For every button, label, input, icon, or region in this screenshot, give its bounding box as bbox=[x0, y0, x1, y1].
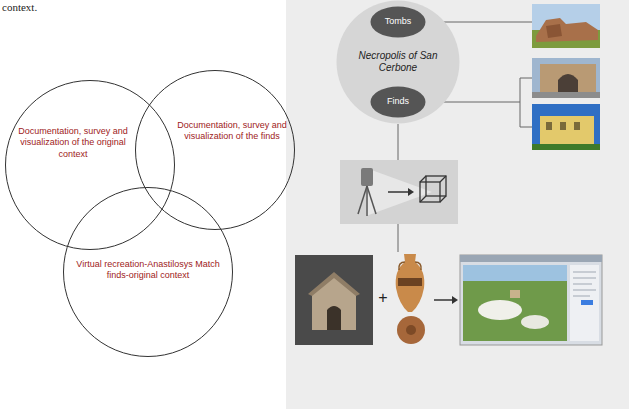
venn-circle-shape bbox=[64, 188, 233, 357]
venn-circle-text: Documentation, survey and visualization … bbox=[18, 126, 128, 160]
venn-circle: Virtual recreation-Anastilosys Match fin… bbox=[63, 187, 233, 357]
software-screenshot bbox=[460, 255, 602, 345]
cube-edge bbox=[440, 196, 446, 202]
scanner-head bbox=[361, 168, 373, 186]
inspector-row bbox=[573, 284, 592, 285]
photo-sky bbox=[532, 4, 600, 48]
photo-window bbox=[574, 122, 580, 130]
text-area: Necropolis of San Cerbone bbox=[348, 40, 448, 84]
amphora-band bbox=[398, 278, 422, 286]
inspector-highlight bbox=[581, 300, 593, 305]
venn-circle: Documentation, survey and visualization … bbox=[135, 70, 295, 230]
photo-window bbox=[546, 122, 552, 130]
text-area: Documentation, survey and visualization … bbox=[18, 122, 128, 164]
find-models bbox=[396, 254, 425, 344]
disc-center bbox=[406, 325, 416, 335]
scene-path bbox=[478, 300, 522, 320]
amphora bbox=[396, 254, 425, 312]
photo-ruin bbox=[536, 18, 598, 42]
cube-edge bbox=[440, 176, 446, 182]
arrow-head bbox=[452, 296, 458, 304]
text-area: Documentation, survey and visualization … bbox=[177, 112, 287, 150]
cube-edge bbox=[420, 196, 426, 202]
survey-panel bbox=[340, 160, 458, 224]
venn-circle-outline bbox=[135, 70, 295, 230]
site-circle-text: Necropolis of San Cerbone bbox=[348, 50, 448, 75]
photo-ruin-shade bbox=[546, 24, 562, 38]
window-toolbar bbox=[460, 255, 602, 262]
disc-find bbox=[397, 316, 425, 344]
leader-line bbox=[520, 78, 532, 127]
scene-view bbox=[463, 265, 567, 341]
flow-line bbox=[398, 224, 399, 252]
arrow-shaft bbox=[434, 299, 452, 301]
photo-sky bbox=[532, 58, 600, 98]
venn-circle-shape bbox=[136, 71, 295, 230]
category-ellipse-shape bbox=[371, 87, 426, 118]
venn-circle-text: Documentation, survey and visualization … bbox=[177, 120, 287, 143]
tomb-building bbox=[312, 276, 356, 330]
category-ellipse-text: Tombs bbox=[385, 16, 412, 27]
tripod-leg bbox=[367, 186, 376, 214]
site-circle-shape bbox=[337, 1, 460, 124]
photo-building bbox=[540, 116, 594, 148]
site-circle: Necropolis of San Cerbone TombsFinds bbox=[336, 0, 460, 124]
arrow-head bbox=[408, 188, 414, 196]
amphora-handles bbox=[399, 262, 421, 270]
venn-circle-text: Virtual recreation-Anastilosys Match fin… bbox=[70, 259, 226, 282]
text-area: Tombs bbox=[374, 10, 422, 34]
tripod-leg bbox=[358, 186, 367, 214]
category-ellipse: Finds bbox=[370, 86, 426, 118]
photo-trees bbox=[532, 144, 600, 150]
scene-path bbox=[521, 315, 549, 329]
text-area: Finds bbox=[374, 90, 422, 114]
inspector-row bbox=[573, 278, 596, 279]
inspector-rows bbox=[573, 272, 596, 296]
window-frame bbox=[460, 255, 602, 345]
photo-sky bbox=[532, 104, 600, 150]
tomb-door bbox=[327, 306, 341, 330]
cut-off-caption-text: context. bbox=[2, 1, 62, 14]
tomb-model bbox=[295, 255, 373, 345]
inspector-row bbox=[573, 296, 590, 297]
photo-window bbox=[560, 122, 566, 130]
plus-sign: + bbox=[374, 288, 392, 307]
category-ellipse: Tombs bbox=[370, 6, 426, 38]
scanner-tripod bbox=[358, 186, 376, 216]
inspector-panel bbox=[570, 265, 599, 341]
inspector-row bbox=[573, 272, 596, 273]
arrow-shaft bbox=[388, 191, 408, 193]
finds-photo-2 bbox=[532, 104, 600, 150]
cube-face bbox=[426, 176, 446, 196]
cube-face bbox=[420, 182, 440, 202]
tomb-roof bbox=[308, 272, 360, 296]
cube-icon bbox=[420, 176, 446, 202]
survey-beam bbox=[366, 168, 432, 216]
model-backdrop bbox=[295, 255, 373, 345]
category-ellipse-shape bbox=[371, 7, 426, 38]
grey-panel bbox=[286, 0, 629, 409]
photo-ground bbox=[532, 92, 600, 98]
scene-sky bbox=[463, 265, 567, 281]
inspector-row bbox=[573, 290, 596, 291]
survey-box bbox=[340, 160, 458, 224]
tripod-leg bbox=[366, 186, 368, 216]
text-area: Virtual recreation-Anastilosys Match fin… bbox=[70, 255, 226, 285]
category-ellipse-text: Finds bbox=[387, 96, 409, 107]
tombs-photo bbox=[532, 4, 600, 48]
finds-photo-1 bbox=[532, 58, 600, 98]
flow-line bbox=[398, 124, 399, 160]
scene-tomb bbox=[510, 290, 520, 298]
cube-edge bbox=[420, 176, 426, 182]
